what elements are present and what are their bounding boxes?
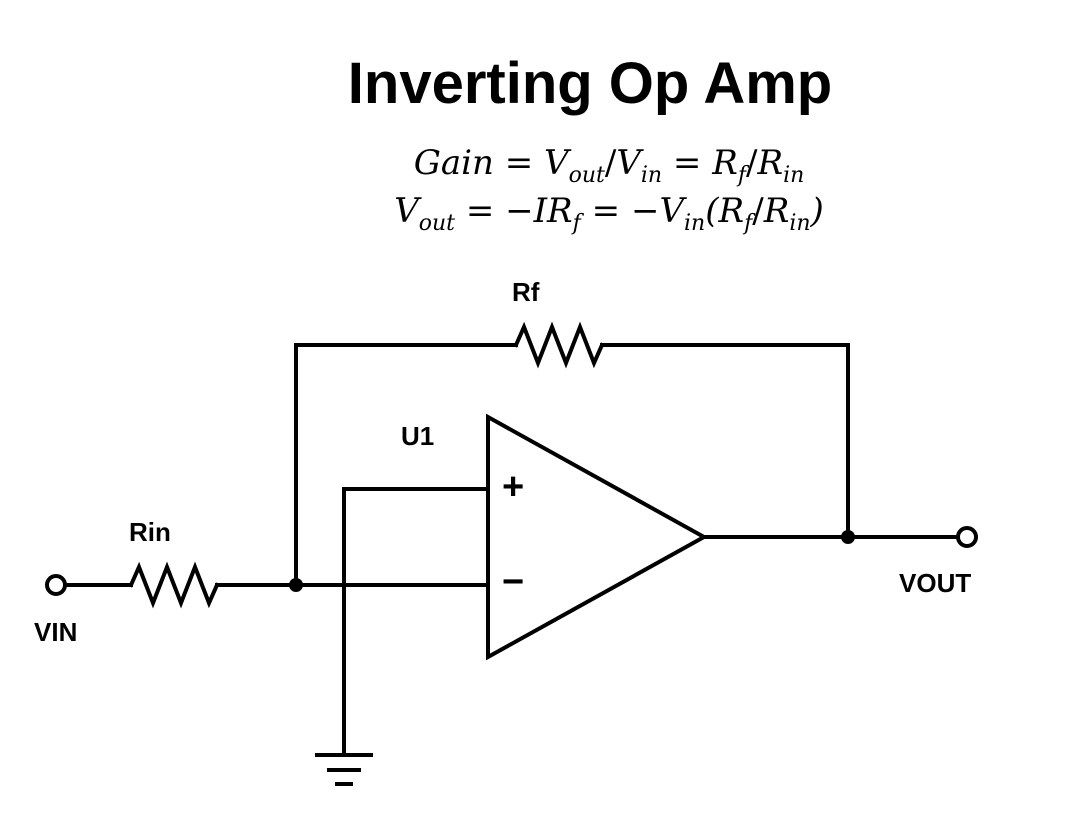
diagram-title: Inverting Op Amp [347,51,833,116]
minus-sign: − [502,561,525,603]
vout-terminal [956,526,978,548]
vout-equation: Vout = −IRf = −Vin(Rf/Rin) [394,191,824,236]
plus-sign: + [502,466,525,508]
vin-terminal [45,574,67,596]
output-junction-node [841,530,855,544]
u1-label: U1 [401,421,435,451]
op-amp-triangle [486,413,709,661]
rin-label: Rin [129,517,171,547]
gain-equation: Gain = Vout/Vin = Rf/Rin [413,143,805,188]
rf-resistor [513,321,605,369]
vin-label: VIN [34,617,78,647]
vout-label: VOUT [899,568,972,598]
rin-resistor [128,561,220,609]
rf-label: Rf [512,277,540,307]
